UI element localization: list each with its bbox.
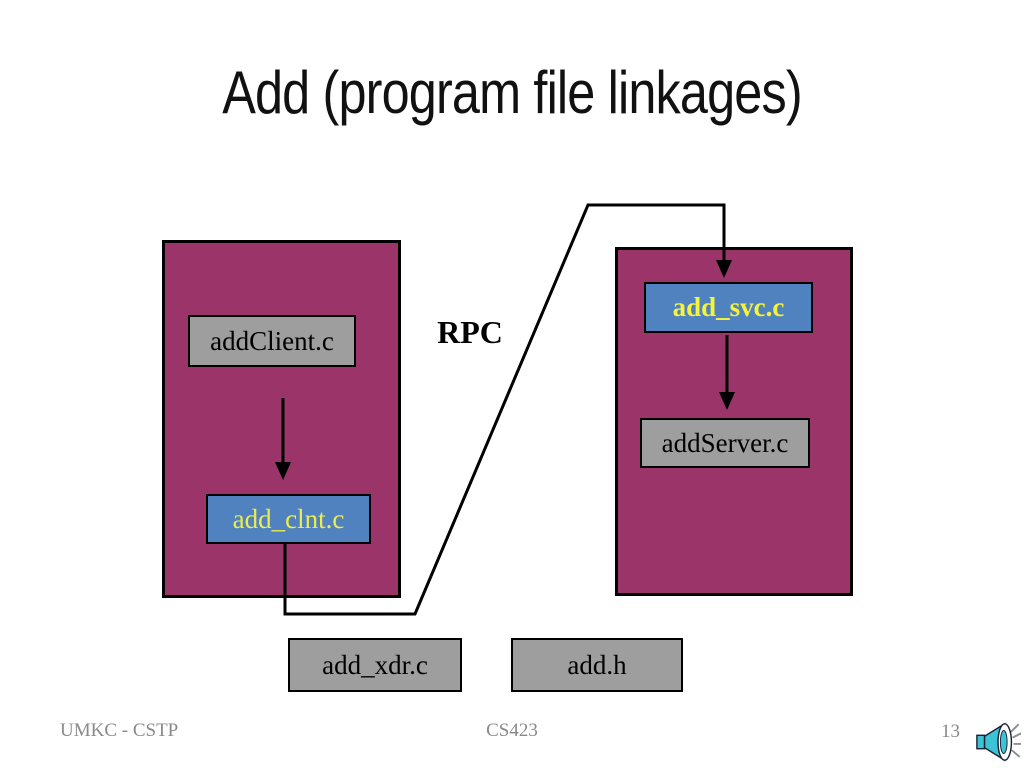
- file-label: addClient.c: [210, 325, 334, 356]
- file-box-add-svc: add_svc.c: [644, 282, 813, 333]
- file-box-add-h: add.h: [511, 638, 683, 692]
- file-label: addServer.c: [661, 427, 789, 458]
- file-label: add_svc.c: [672, 292, 785, 322]
- slide-title: Add (program file linkages): [222, 59, 802, 126]
- file-label: add_clnt.c: [232, 503, 345, 534]
- speaker-icon[interactable]: [975, 719, 1022, 765]
- file-box-addserver: addServer.c: [640, 418, 810, 468]
- client-program-container: [162, 240, 401, 598]
- file-label: add.h: [567, 649, 627, 680]
- title-row: Add (program file linkages): [0, 58, 1024, 127]
- footer-course: CS423: [486, 720, 538, 741]
- file-box-add-clnt: add_clnt.c: [206, 494, 371, 544]
- file-label: add_xdr.c: [322, 649, 428, 680]
- slide-number: 13: [941, 721, 960, 742]
- file-box-addclient: addClient.c: [188, 315, 356, 367]
- rpc-label: RPC: [437, 313, 503, 350]
- footer-institution: UMKC - CSTP: [60, 720, 179, 741]
- file-box-add-xdr: add_xdr.c: [288, 638, 462, 692]
